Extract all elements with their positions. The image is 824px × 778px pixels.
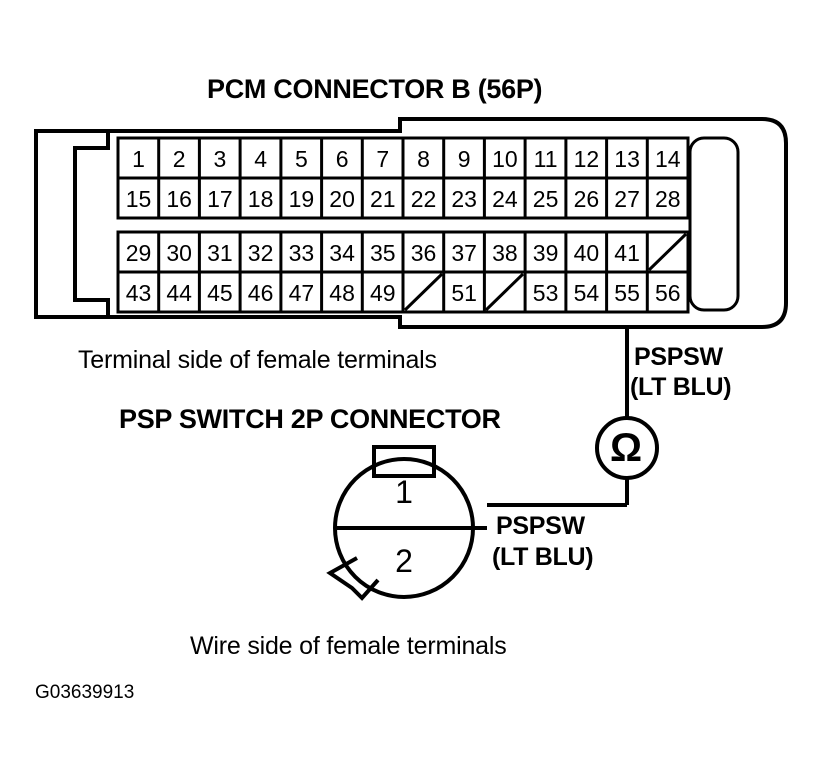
pcm-pin-35: 35 (370, 240, 396, 266)
pcm-pin-45: 45 (207, 280, 233, 306)
pcm-pin-24: 24 (492, 186, 518, 212)
pcm-pin-47: 47 (288, 280, 315, 306)
pcm-inner-tab (688, 136, 740, 312)
pcm-pin-54: 54 (573, 280, 600, 306)
pcm-pin-9: 9 (457, 146, 471, 172)
pcm-left-flange (34, 129, 110, 319)
pcm-pin-14: 14 (655, 146, 681, 172)
pcm-pin-2: 2 (172, 146, 186, 172)
pcm-pin-33: 33 (288, 240, 315, 266)
pcm-pin-21: 21 (370, 186, 396, 212)
pcm-pin-48: 48 (329, 280, 355, 306)
pcm-outer-shell (34, 117, 788, 329)
pcm-pin-41: 41 (614, 240, 640, 266)
pcm-pin-19: 19 (288, 186, 315, 212)
pcm-pin-44: 44 (166, 280, 192, 306)
wire-label-psp-name: PSPSW (496, 512, 585, 540)
blank-cell-50 (403, 272, 444, 312)
pcm-connector-title: PCM CONNECTOR B (56P) (207, 74, 543, 104)
ohmmeter-icon: Ω (610, 426, 643, 470)
psp-terminal-1: 1 (395, 474, 413, 510)
psp-switch-caption: Wire side of female terminals (190, 632, 507, 660)
pcm-blank-cell-slashes (403, 232, 688, 312)
pcm-pin-34: 34 (329, 240, 355, 266)
pcm-pin-25: 25 (532, 186, 559, 212)
pcm-pin-49: 49 (370, 280, 396, 306)
pcm-pin-40: 40 (573, 240, 600, 266)
wire-label-psp-color: (LT BLU) (492, 543, 594, 571)
pcm-pin-15: 15 (125, 186, 152, 212)
pcm-pin-36: 36 (410, 240, 437, 266)
pcm-pin-28: 28 (655, 186, 681, 212)
wire-label-pcm-name: PSPSW (634, 343, 723, 371)
pcm-pin-10: 10 (492, 146, 518, 172)
pcm-pin-56: 56 (655, 280, 681, 306)
pcm-pin-32: 32 (247, 240, 274, 266)
pcm-pin-7: 7 (376, 146, 390, 172)
pcm-pin-51: 51 (451, 280, 477, 306)
pcm-pin-29: 29 (125, 240, 152, 266)
pcm-pin-4: 4 (254, 146, 267, 172)
psp-alignment-notch (326, 556, 380, 601)
pcm-pin-3: 3 (213, 146, 227, 172)
psp-terminal-2: 2 (395, 543, 413, 579)
pcm-pin-53: 53 (532, 280, 559, 306)
psp-switch-title: PSP SWITCH 2P CONNECTOR (119, 404, 501, 434)
pcm-pin-46: 46 (247, 280, 274, 306)
blank-cell-52 (484, 272, 525, 312)
pcm-pin-20: 20 (329, 186, 355, 212)
pcm-pin-11: 11 (533, 146, 558, 172)
pcm-pin-30: 30 (166, 240, 192, 266)
pcm-pin-38: 38 (492, 240, 518, 266)
pcm-pin-18: 18 (247, 186, 274, 212)
pcm-pin-1: 1 (132, 146, 145, 172)
wire-label-pcm-color: (LT BLU) (630, 373, 732, 401)
pcm-grid-lines (118, 138, 688, 312)
pcm-pin-17: 17 (207, 186, 233, 212)
pcm-connector-caption: Terminal side of female terminals (78, 346, 437, 374)
pcm-pin-13: 13 (614, 146, 640, 172)
pcm-pin-22: 22 (410, 186, 437, 212)
pcm-pin-37: 37 (451, 240, 477, 266)
pcm-pin-39: 39 (532, 240, 559, 266)
blank-cell-42 (647, 232, 688, 272)
pcm-pin-23: 23 (451, 186, 477, 212)
pcm-pin-55: 55 (614, 280, 640, 306)
pcm-pin-43: 43 (125, 280, 152, 306)
pcm-pin-12: 12 (573, 146, 600, 172)
pcm-pin-16: 16 (166, 186, 192, 212)
pcm-pin-27: 27 (614, 186, 640, 212)
pcm-pin-5: 5 (294, 146, 308, 172)
pcm-pin-8: 8 (417, 146, 430, 172)
pcm-pin-31: 31 (207, 240, 233, 266)
pcm-pin-26: 26 (573, 186, 600, 212)
figure-id-label: G03639913 (35, 682, 135, 703)
pcm-pin-6: 6 (335, 146, 349, 172)
